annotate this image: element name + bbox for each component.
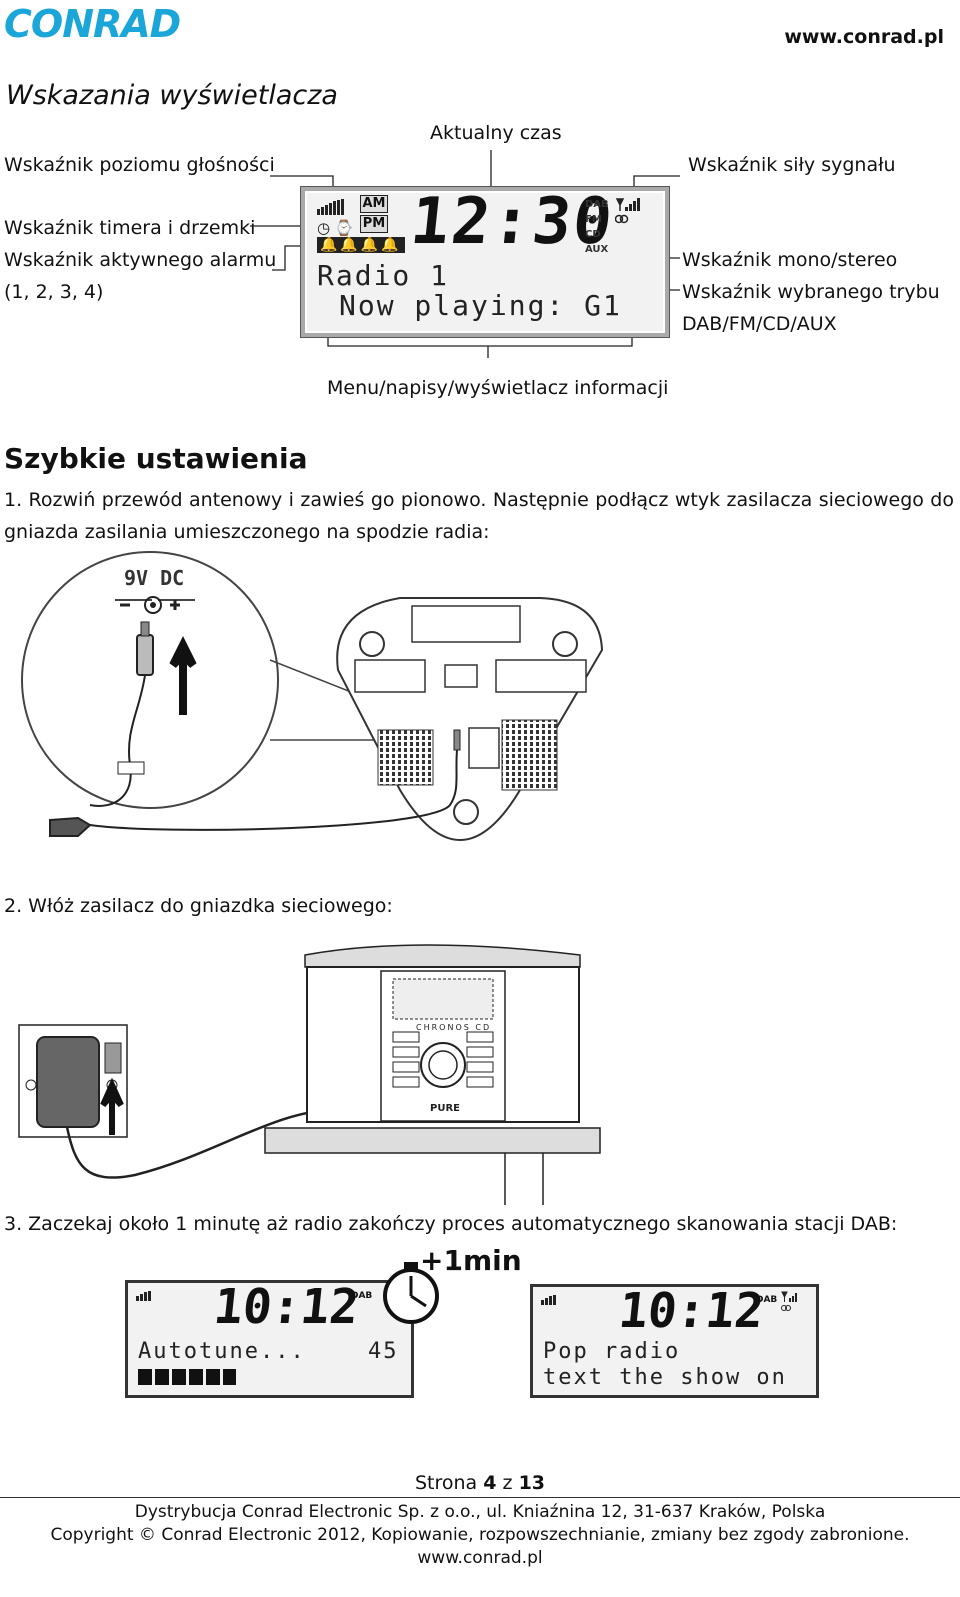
quick-setup-title: Szybkie ustawienia — [4, 442, 308, 475]
radio-brand: CHRONOS CD — [416, 1023, 492, 1032]
label-signal: Wskaźnik siły sygnału — [688, 154, 896, 176]
label-alarm-numbers: (1, 2, 3, 4) — [4, 281, 104, 303]
pm-indicator: PM — [360, 215, 388, 233]
timer-stopwatch-icon — [383, 1262, 439, 1324]
main-lcd-display: AM PM ◷ ⌚ 🔔🔔🔔🔔 12:30 DAB FM CD AUX Radio… — [301, 185, 669, 337]
display-section-title: Wskazania wyświetlacza — [6, 80, 338, 111]
shelf — [264, 1127, 601, 1154]
autotune-progress-bar — [138, 1369, 236, 1385]
step1-text: 1. Rozwiń przewód antenowy i zawieś go p… — [4, 489, 954, 543]
conrad-logo: CONRAD — [4, 2, 181, 46]
label-timer: Wskaźnik timera i drzemki — [4, 217, 256, 239]
label-menu: Menu/napisy/wyświetlacz informacji — [327, 377, 669, 399]
radio-socket-figure — [18, 944, 601, 1205]
dc-label: 9V DC — [124, 566, 185, 590]
mode-dab: DAB — [585, 199, 609, 210]
footer-website[interactable]: www.conrad.pl — [417, 1548, 543, 1568]
signal-strength-icon — [615, 198, 640, 224]
main-lcd-line1: Radio 1 — [317, 259, 450, 292]
label-current-time: Aktualny czas — [430, 122, 562, 144]
wall-adapter-plug — [49, 816, 92, 837]
signal-strength-icon — [781, 1291, 797, 1311]
volume-icon — [541, 1295, 556, 1305]
main-lcd-line2: Now playing: G1 — [339, 289, 622, 322]
autotune-lcd-time: 10:12 — [211, 1279, 362, 1335]
label-mono-stereo: Wskaźnik mono/stereo — [682, 249, 898, 271]
timer-label: +1min — [420, 1244, 522, 1277]
mode-cd: CD — [585, 229, 601, 240]
station-lcd-time: 10:12 — [616, 1283, 767, 1339]
label-mode: Wskaźnik wybranego trybu — [682, 281, 940, 303]
station-lcd-mode: DAB — [756, 1295, 778, 1305]
label-mode-values: DAB/FM/CD/AUX — [682, 313, 837, 335]
footer-line2: Copyright © Conrad Electronic 2012, Kopi… — [50, 1525, 910, 1545]
station-lcd-line2: text the show on — [543, 1365, 787, 1390]
autotune-lcd-mode: DAB — [351, 1291, 373, 1301]
autotune-lcd-line1: Autotune... — [138, 1339, 306, 1364]
power-adapter — [36, 1036, 100, 1128]
autotune-lcd: 10:12 DAB Autotune... 45 — [125, 1279, 414, 1398]
alarm-bells-icon: 🔔🔔🔔🔔 — [317, 237, 405, 253]
mode-aux: AUX — [585, 244, 609, 255]
mode-list: DAB FM CD AUX — [585, 197, 609, 257]
page-number: Strona 4 z 13 — [414, 1472, 546, 1494]
label-volume: Wskaźnik poziomu głośności — [4, 154, 275, 176]
insert-arrow-icon — [169, 636, 197, 715]
timer-icon: ◷ ⌚ — [317, 219, 354, 237]
footer-line1: Dystrybucja Conrad Electronic Sp. z o.o.… — [134, 1502, 826, 1522]
step2-text: 2. Włóż zasilacz do gniazdka sieciowego: — [4, 895, 393, 917]
volume-icon — [136, 1291, 151, 1301]
radio-maker: PURE — [430, 1103, 460, 1114]
label-alarm: Wskaźnik aktywnego alarmu — [4, 249, 277, 271]
mode-fm: FM — [585, 214, 602, 225]
footer-divider — [0, 1497, 960, 1498]
volume-icon — [317, 199, 344, 215]
station-lcd-line1: Pop radio — [543, 1339, 681, 1364]
step3-text: 3. Zaczekaj około 1 minutę aż radio zako… — [4, 1213, 898, 1235]
station-lcd: 10:12 DAB Pop radio text the show on — [530, 1283, 819, 1398]
dc-plug — [136, 634, 154, 676]
power-connection-figure — [21, 551, 604, 842]
autotune-lcd-count: 45 — [368, 1339, 399, 1364]
website-link[interactable]: www.conrad.pl — [784, 26, 944, 48]
am-indicator: AM — [360, 195, 388, 213]
